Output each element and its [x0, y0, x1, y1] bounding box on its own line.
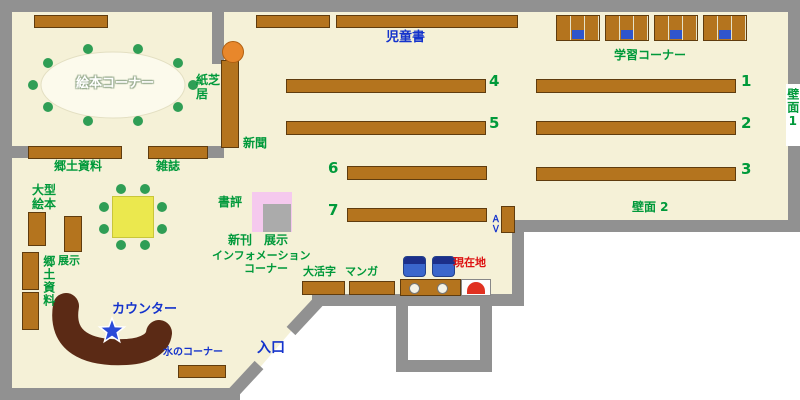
local-materials-shelf	[28, 146, 122, 159]
shelf-number-3: 3	[741, 160, 752, 178]
shohyo-label: 書評	[218, 195, 243, 209]
display-stand	[263, 204, 291, 232]
bookshelf-top-mid-2	[336, 15, 518, 28]
large-print-shelf	[302, 281, 345, 295]
wall-1-label: 壁面1	[785, 88, 800, 129]
chair-icon	[621, 30, 633, 39]
ehon-corner-label: 絵本コーナー	[75, 76, 154, 91]
iriguchi-label: 入口	[257, 340, 285, 356]
genzaichi-label: 現在地	[453, 256, 486, 269]
local-materials-shelf-left-2	[22, 292, 39, 330]
kamishibai-label: 紙芝居	[196, 73, 221, 101]
chair-icon	[572, 30, 584, 39]
daikatsuji-label: 大活字	[303, 265, 336, 278]
reading-oval-table	[40, 51, 186, 119]
large-picture-book-shelf	[28, 212, 46, 246]
chair-icon	[670, 30, 682, 39]
sofa-back	[404, 257, 425, 264]
av-label: ＡＶ	[489, 214, 500, 234]
information-label-line1: インフォメーション	[212, 249, 311, 262]
bookshelf-top-left	[34, 15, 108, 28]
reading-table	[112, 196, 154, 238]
shelf-number-1: 1	[741, 72, 752, 90]
shelf-number-4: 4	[489, 72, 500, 90]
table-chair-dots-icon	[99, 184, 167, 250]
current-location-marker	[461, 279, 491, 296]
study-desk-2	[605, 15, 649, 41]
bookshelf-row-2	[536, 121, 736, 135]
oval-chair-dots-icon	[28, 44, 198, 126]
bookshelf-row-7	[347, 208, 487, 222]
display-shelf-left	[64, 216, 82, 252]
sofa-icon	[432, 256, 455, 277]
shelf-number-7: 7	[328, 201, 339, 219]
chair-icon	[719, 30, 731, 39]
terminal-counter	[400, 279, 461, 296]
ogata-ehon-label: 大型絵本	[32, 183, 57, 211]
shinbun-label: 新聞	[243, 136, 268, 150]
counter-desk	[52, 293, 172, 366]
bookshelf-row-5	[286, 121, 486, 135]
tenji-left-label: 展示	[58, 254, 80, 267]
sofa-back	[433, 257, 454, 264]
bookshelf-row-6	[347, 166, 487, 180]
shinkan-label: 新刊	[228, 233, 253, 247]
water-corner-shelf	[178, 365, 226, 378]
magazine-shelf	[148, 146, 208, 159]
counter-label: カウンター	[112, 302, 178, 317]
shelf-number-5: 5	[489, 114, 500, 132]
star-icon	[97, 315, 127, 344]
terminal-icon	[409, 283, 420, 294]
jidosho-label: 児童書	[386, 30, 426, 45]
kyodo-shiryo-left-label: 郷土資料	[41, 255, 56, 307]
gakushu-corner-label: 学習コーナー	[614, 48, 687, 62]
mizu-corner-label: 水のコーナー	[163, 347, 223, 358]
study-desk-4	[703, 15, 747, 41]
manga-label: マンガ	[345, 265, 378, 278]
bookshelf-row-4	[286, 79, 486, 93]
terminal-icon	[437, 283, 448, 294]
sofa-icon	[403, 256, 426, 277]
manga-shelf	[349, 281, 395, 295]
zasshi-label: 雑誌	[156, 159, 181, 173]
tenji-center-label: 展示	[264, 233, 289, 247]
shelf-number-6: 6	[328, 159, 339, 177]
kyodo-shiryo-upper-label: 郷土資料	[54, 159, 103, 173]
wall1-gap	[786, 84, 800, 146]
study-desk-1	[556, 15, 600, 41]
av-shelf	[501, 206, 515, 233]
door-gap	[118, 145, 148, 159]
kamishibai-shelf	[221, 60, 239, 148]
current-location-arch-icon	[467, 282, 485, 294]
study-desk-3	[654, 15, 698, 41]
bookshelf-row-3	[536, 167, 736, 181]
shelf-number-2: 2	[741, 114, 752, 132]
information-label-line2: コーナー	[244, 262, 288, 275]
bookshelf-top-mid-1	[256, 15, 330, 28]
wall-2-label: 壁面 2	[632, 200, 669, 214]
bookshelf-row-1	[536, 79, 736, 93]
local-materials-shelf-left-1	[22, 252, 39, 290]
stool-icon	[222, 41, 244, 63]
